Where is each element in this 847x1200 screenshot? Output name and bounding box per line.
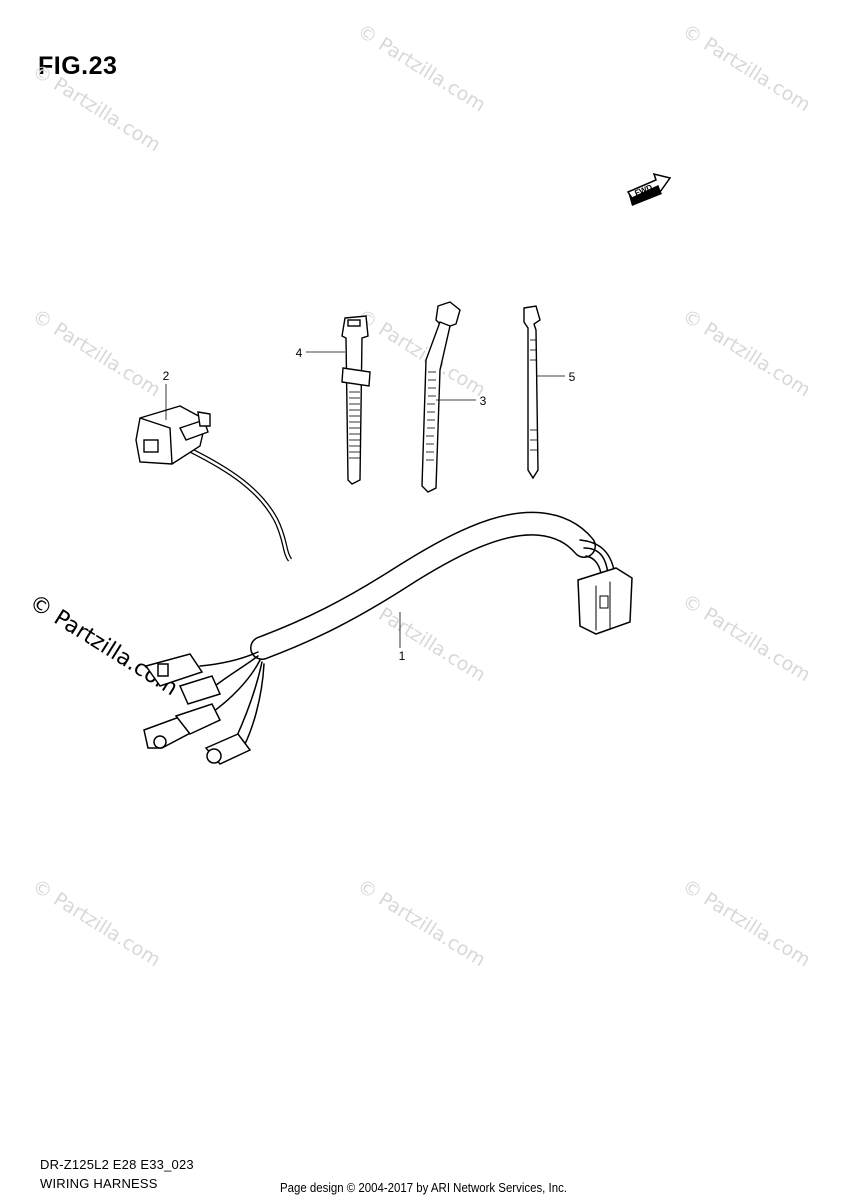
cable-tie-part bbox=[523, 305, 541, 480]
band-part bbox=[341, 315, 371, 485]
callout-leaders bbox=[165, 351, 565, 648]
wiring-harness-part bbox=[143, 511, 633, 765]
model-code: DR-Z125L2 E28 E33_023 bbox=[40, 1157, 194, 1172]
section-name: WIRING HARNESS bbox=[40, 1176, 158, 1191]
callout-5: 5 bbox=[569, 370, 576, 384]
callout-1: 1 bbox=[399, 649, 406, 663]
forward-arrow-icon: FWD bbox=[626, 172, 672, 206]
callout-3: 3 bbox=[480, 394, 487, 408]
page-footer: Page design © 2004-2017 by ARI Network S… bbox=[280, 1180, 567, 1195]
callout-2: 2 bbox=[163, 369, 170, 383]
figure-title: FIG.23 bbox=[38, 52, 118, 80]
callout-4: 4 bbox=[296, 346, 303, 360]
clamp-part bbox=[421, 301, 461, 493]
connector-cover-part bbox=[135, 405, 293, 562]
